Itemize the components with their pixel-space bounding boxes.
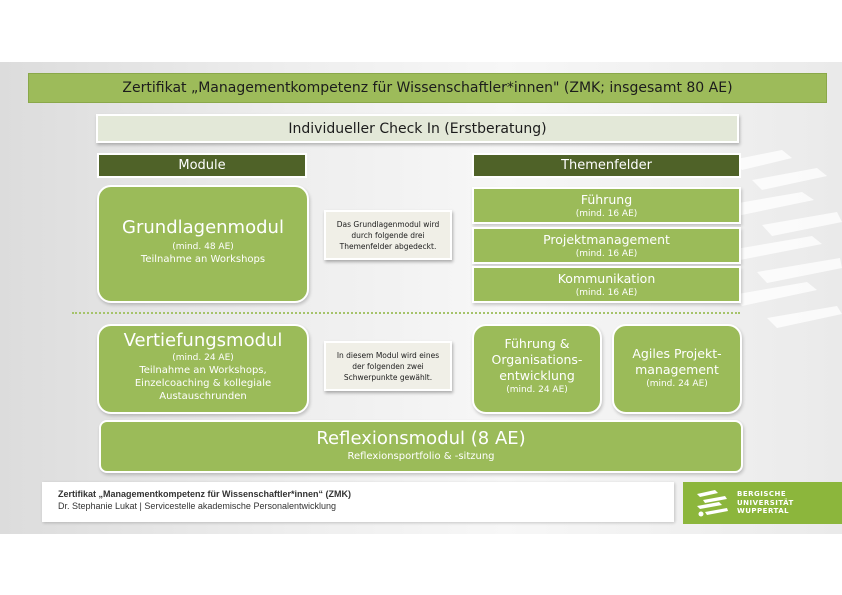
theme-name: Kommunikation xyxy=(557,271,656,286)
schwerpunkt-line: Führung & xyxy=(504,336,570,351)
schwerpunkt-ae: (mind. 24 AE) xyxy=(506,385,568,395)
reflexionsmodul-title: Reflexionsmodul (8 AE) xyxy=(316,428,526,449)
schwerpunkt-line: entwicklung xyxy=(499,368,575,383)
vertiefungsmodul-desc-line: Austauschrunden xyxy=(159,391,247,402)
grundlagenmodul-note: Das Grundlagenmodul wird durch folgende … xyxy=(324,210,452,260)
theme-kommunikation: Kommunikation (mind. 16 AE) xyxy=(472,266,741,303)
university-logo: BERGISCHE UNIVERSITÄT WUPPERTAL xyxy=(683,482,842,524)
slide: Zertifikat „Managementkompetenz für Wiss… xyxy=(0,62,842,534)
schwerpunkt-line: Agiles Projekt- xyxy=(632,346,722,361)
reflexionsmodul-box: Reflexionsmodul (8 AE) Reflexionsportfol… xyxy=(99,420,743,473)
schwerpunkt-fuehrung-organisation: Führung & Organisations- entwicklung (mi… xyxy=(472,324,602,414)
vertiefungsmodul-ae: (mind. 24 AE) xyxy=(172,353,234,363)
grundlagenmodul-box: Grundlagenmodul (mind. 48 AE) Teilnahme … xyxy=(97,185,309,303)
grundlagenmodul-desc: Teilnahme an Workshops xyxy=(140,254,266,265)
vertiefungsmodul-title: Vertiefungsmodul xyxy=(123,330,283,351)
theme-name: Projektmanagement xyxy=(543,232,670,247)
theme-fuehrung: Führung (mind. 16 AE) xyxy=(472,187,741,224)
section-divider xyxy=(72,312,740,314)
schwerpunkt-line: management xyxy=(635,362,719,377)
university-emblem-icon xyxy=(697,490,728,517)
vertiefungsmodul-box: Vertiefungsmodul (mind. 24 AE) Teilnahme… xyxy=(97,324,309,414)
logo-line: UNIVERSITÄT xyxy=(737,498,794,507)
logo-line: WUPPERTAL xyxy=(737,507,790,516)
theme-ae: (mind. 16 AE) xyxy=(575,209,638,219)
grundlagenmodul-title: Grundlagenmodul xyxy=(122,217,284,238)
logo-line: BERGISCHE xyxy=(737,490,787,499)
theme-ae: (mind. 16 AE) xyxy=(575,288,638,298)
vertiefungsmodul-note: In diesem Modul wird eines der folgenden… xyxy=(324,341,452,391)
module-header: Module xyxy=(97,153,307,178)
schwerpunkt-agiles-projektmanagement: Agiles Projekt- management (mind. 24 AE) xyxy=(612,324,742,414)
reflexionsmodul-desc: Reflexionsportfolio & -sitzung xyxy=(347,451,495,462)
theme-name: Führung xyxy=(580,192,633,207)
certificate-title: Zertifikat „Managementkompetenz für Wiss… xyxy=(28,73,827,103)
theme-ae: (mind. 16 AE) xyxy=(575,249,638,259)
grundlagenmodul-ae: (mind. 48 AE) xyxy=(172,242,234,252)
schwerpunkt-line: Organisations- xyxy=(491,352,583,367)
checkin-box: Individueller Check In (Erstberatung) xyxy=(96,114,739,143)
logo-text: BERGISCHE UNIVERSITÄT WUPPERTAL xyxy=(737,490,794,516)
footer-author: Dr. Stephanie Lukat | Servicestelle akad… xyxy=(58,501,336,511)
theme-projektmanagement: Projektmanagement (mind. 16 AE) xyxy=(472,227,741,264)
logo-watermark-icon xyxy=(727,150,842,328)
footer: Zertifikat „Managementkompetenz für Wiss… xyxy=(42,482,674,522)
themenfelder-header: Themenfelder xyxy=(472,153,741,178)
vertiefungsmodul-desc-line: Einzelcoaching & kollegiale xyxy=(134,378,272,389)
footer-title: Zertifikat „Managementkompetenz für Wiss… xyxy=(58,489,351,499)
schwerpunkt-ae: (mind. 24 AE) xyxy=(646,379,708,389)
vertiefungsmodul-desc-line: Teilnahme an Workshops, xyxy=(139,365,267,376)
